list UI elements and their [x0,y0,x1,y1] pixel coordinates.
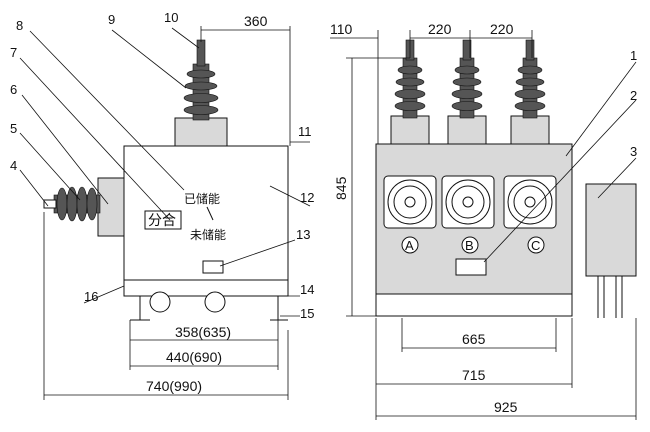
dim-360: 360 [244,13,268,29]
dim-665: 665 [462,331,486,347]
dim-440: 440(690) [166,349,222,365]
phase-bushings [390,39,550,145]
charged-label: 已储能 [184,191,220,206]
position-window [202,260,224,274]
callout-11: 11 [298,124,312,139]
right-dimensions [330,30,637,420]
dim-845: 845 [333,176,349,200]
callout-7: 7 [10,45,17,60]
uncharged-label: 未储能 [190,227,226,242]
callout-15: 15 [300,306,314,321]
left-actuator-housing [97,177,125,237]
dim-110: 110 [330,21,353,37]
dim-220-left: 220 [428,21,452,37]
callout-14: 14 [300,282,314,297]
dim-925: 925 [494,399,518,415]
dim-358: 358(635) [175,324,231,340]
indicator-pointer [206,206,214,221]
callout-3: 3 [630,144,637,159]
callout-8: 8 [16,18,23,33]
dim-740: 740(990) [146,378,202,394]
right-base [375,293,573,317]
left-dimensions [43,26,291,400]
callout-13: 13 [296,227,310,242]
phase-c: C [531,238,540,253]
callout-4: 4 [10,158,17,173]
top-insulator [183,39,219,121]
dim-220-right: 220 [490,21,514,37]
mounting-base [123,279,289,321]
dim-715: 715 [462,367,486,383]
phase-b: B [465,238,474,253]
phase-markers [401,236,545,254]
side-insulator [43,186,101,222]
phase-a: A [405,238,414,253]
counter-window [455,258,487,276]
callout-12: 12 [300,190,314,205]
callout-1: 1 [630,48,637,63]
callout-16: 16 [84,289,98,304]
open-close-label: 分合 [148,213,176,229]
callout-5: 5 [10,121,17,136]
top-bushing-base [174,117,228,147]
callout-2: 2 [630,88,637,103]
open-close-box [144,210,182,230]
left-callout-lines [19,27,311,317]
control-box [585,183,637,318]
callout-10: 10 [164,10,178,25]
callout-9: 9 [108,12,115,27]
callout-6: 6 [10,82,17,97]
right-callout-lines [483,61,637,263]
ct-windows [383,175,557,229]
